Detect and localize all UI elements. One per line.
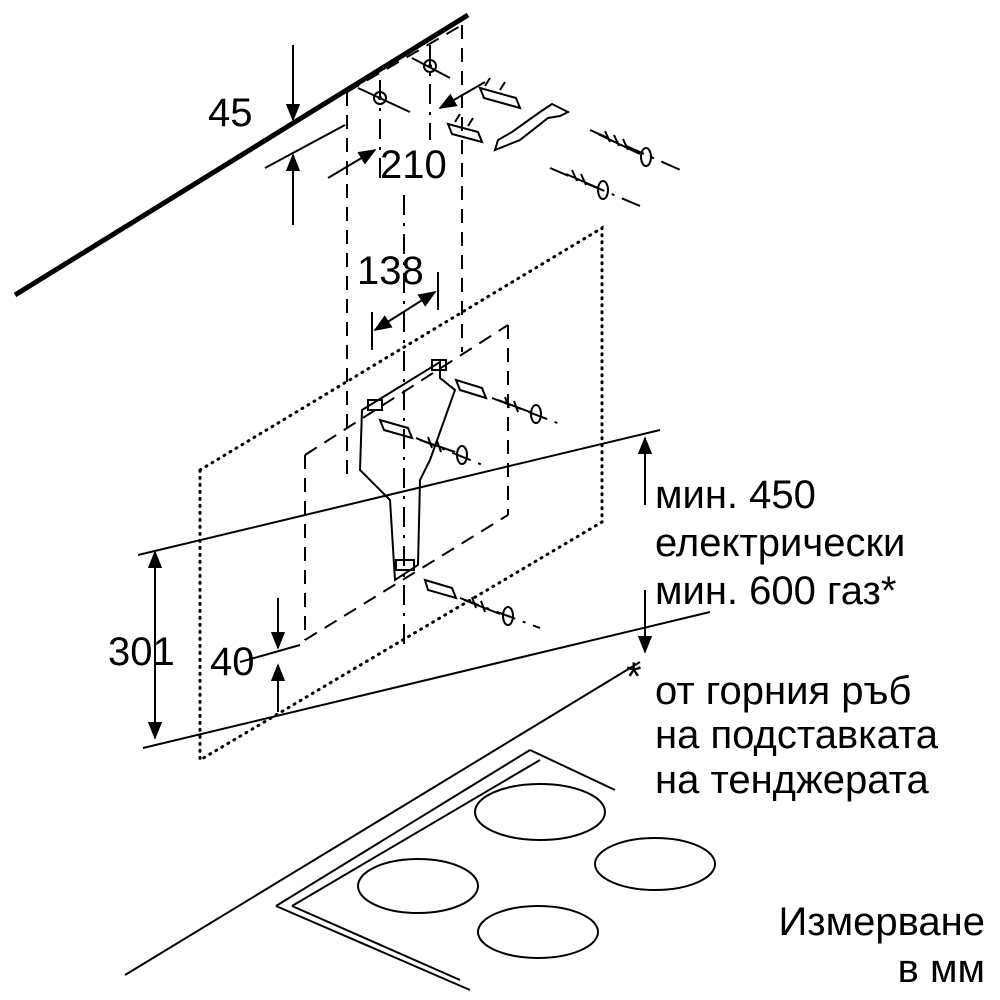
- footnote-marker: *: [626, 655, 642, 699]
- dimension-138: 138: [357, 249, 439, 350]
- footnote-line-3: на тенджерата: [655, 758, 929, 802]
- screw-hole-upper-left: [373, 91, 387, 105]
- units-line-1: Измерване: [779, 900, 985, 944]
- footnote-line-2: на подставката: [655, 713, 939, 757]
- dimension-45: 45: [208, 45, 346, 225]
- screw-top-1: [589, 129, 686, 173]
- dim-138-label: 138: [357, 249, 424, 293]
- upper-bracket-outline: [346, 24, 463, 650]
- units-line-2: в мм: [898, 947, 985, 991]
- clearance-line-3: мин. 600 газ*: [655, 569, 896, 613]
- cooktop: [124, 661, 716, 991]
- hood-outline-dotted: [198, 225, 604, 763]
- burner-front-right: [477, 905, 599, 959]
- hook-bracket-top: [493, 102, 571, 152]
- burner-front-left: [357, 858, 479, 914]
- wall-anchor-mid-right: [454, 378, 561, 425]
- dimension-301: 301: [108, 429, 711, 749]
- dim-40-label: 40: [210, 640, 255, 684]
- clearance-line-2: електрически: [655, 521, 905, 565]
- burner-back-right: [594, 837, 716, 891]
- ceiling-line: [13, 12, 470, 298]
- dimension-40: 40: [210, 598, 301, 712]
- wall-anchor-top-1: [478, 77, 522, 110]
- wall-anchor-mid-left: [378, 418, 486, 467]
- screw-hole-upper-right: [423, 59, 437, 73]
- clearance-line-1: мин. 450: [655, 473, 816, 517]
- screw-top-2: [549, 167, 641, 207]
- dim-301-label: 301: [108, 630, 175, 674]
- dimension-210: 210: [327, 81, 486, 187]
- footnote-line-1: от горния ръб: [655, 669, 911, 713]
- lower-bracket-plate: [358, 359, 457, 582]
- wall-anchor-top-2: [446, 113, 484, 144]
- burner-back-left: [474, 783, 606, 841]
- lower-mount-outline: [304, 324, 509, 641]
- dim-45-label: 45: [208, 91, 253, 135]
- wall-anchor-bottom: [423, 578, 541, 629]
- dim-210-label: 210: [380, 143, 447, 187]
